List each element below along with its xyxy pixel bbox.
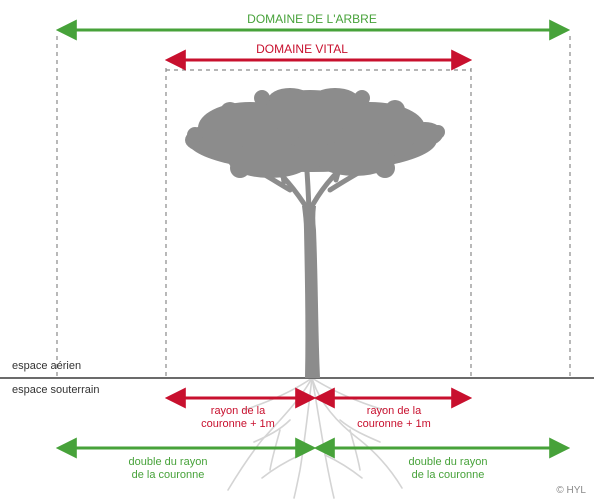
tree-crown <box>185 88 445 178</box>
copyright-label: © HYL <box>556 485 586 496</box>
underground-space-label: espace souterrain <box>12 384 99 396</box>
tree-illustration <box>185 88 445 378</box>
vital-domain-label: DOMAINE VITAL <box>256 42 348 56</box>
crown-radius-left-label-line1: rayon de la <box>211 405 266 417</box>
double-radius-left-label-line1: double du rayon <box>129 456 208 468</box>
crown-radius-right-label-line1: rayon de la <box>367 405 422 417</box>
tree-domain-label: DOMAINE DE L'ARBRE <box>247 12 377 26</box>
double-radius-right-label-line2: de la couronne <box>412 469 485 481</box>
double-radius-right-label-line1: double du rayon <box>409 456 488 468</box>
aerial-space-label: espace aérien <box>12 360 81 372</box>
crown-radius-right-label-line2: couronne + 1m <box>357 418 431 430</box>
crown-radius-left-label-line2: couronne + 1m <box>201 418 275 430</box>
tree-roots <box>227 377 403 499</box>
double-radius-left-label-line2: de la couronne <box>132 469 205 481</box>
tree-trunk <box>302 206 320 378</box>
